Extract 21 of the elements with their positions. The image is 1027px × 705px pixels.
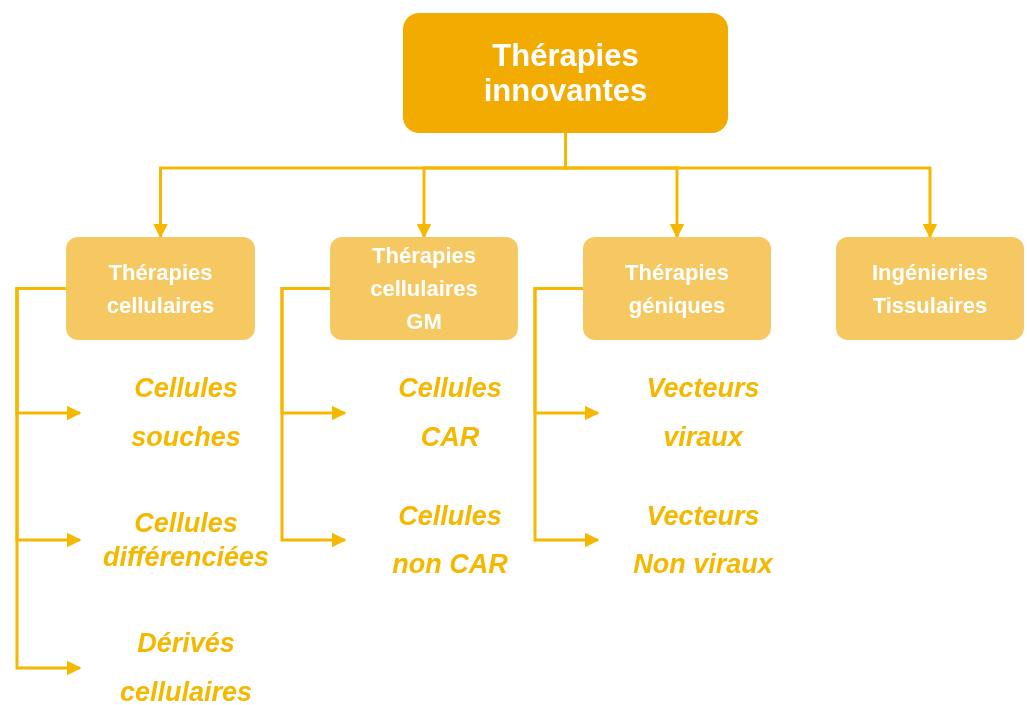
item-label: Dérivés cellulaires — [118, 627, 254, 705]
box-title: Thérapies géniques — [624, 258, 730, 320]
arrow — [280, 287, 347, 548]
arrow — [533, 287, 600, 548]
item-label: Vecteurs viraux — [645, 372, 761, 454]
box-title: Thérapies innovantes — [482, 38, 649, 108]
arrow — [15, 287, 82, 676]
item-label: Cellules non CAR — [391, 500, 509, 581]
item-label: Cellules souches — [130, 372, 242, 454]
box-title: Thérapies cellulaires — [105, 258, 216, 320]
item-label: Cellules différenciées — [101, 507, 271, 574]
category-box — [836, 237, 1024, 340]
box-title: Thérapies cellulaires GM — [369, 242, 479, 336]
box-title: Ingénieries Tissulaires — [870, 258, 990, 320]
category-box — [583, 237, 771, 340]
item-label: Cellules CAR — [397, 372, 503, 454]
arrow — [564, 133, 938, 239]
category-box — [330, 237, 518, 340]
category-box — [66, 237, 255, 340]
root-box — [403, 13, 728, 133]
item-label: Vecteurs Non viraux — [632, 500, 775, 581]
